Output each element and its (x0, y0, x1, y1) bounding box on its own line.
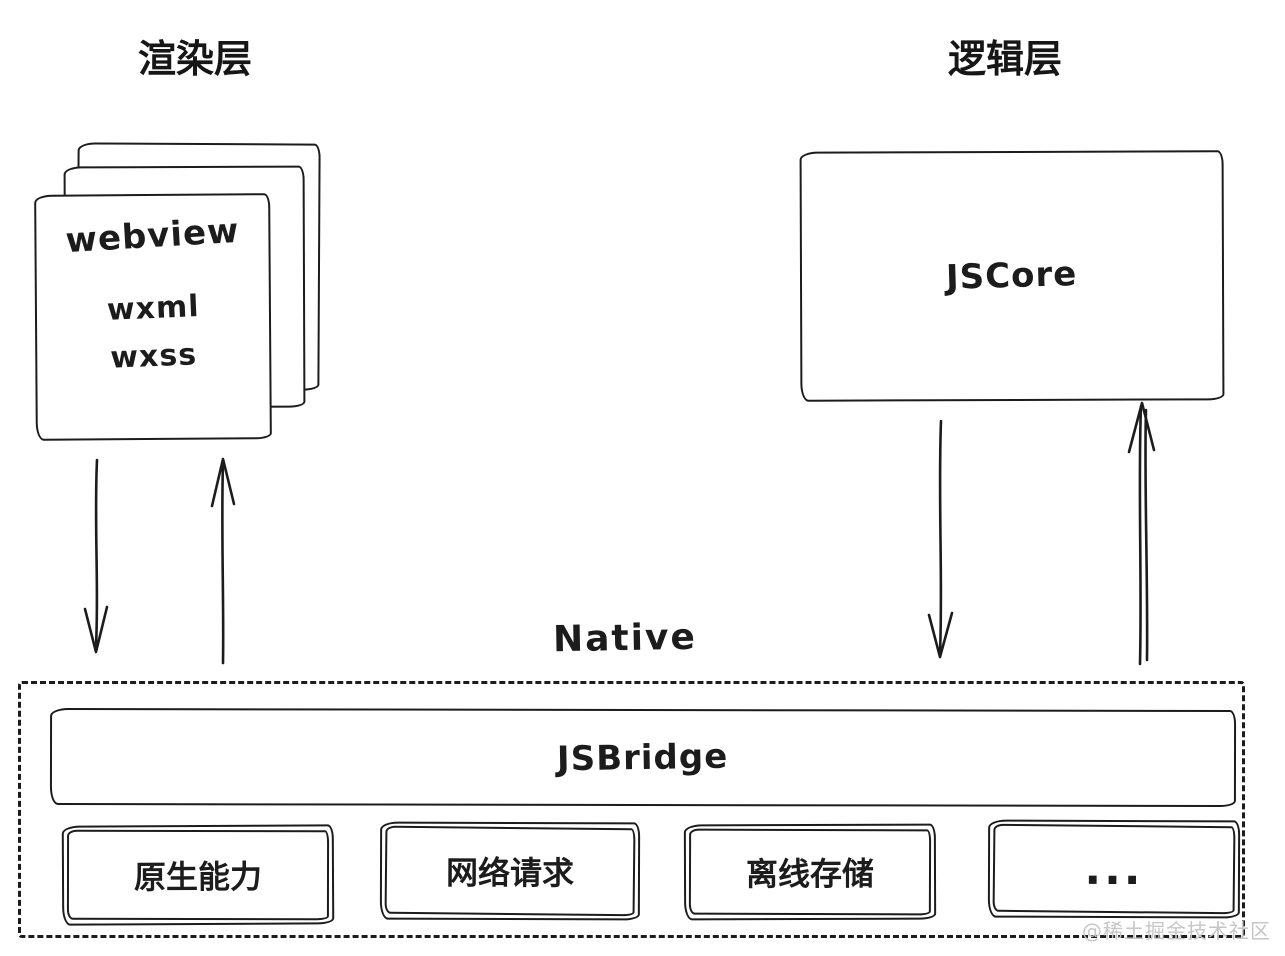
native-title: Native (552, 616, 698, 661)
render-layer-title: 渲染层 (138, 37, 253, 81)
arrow-native-to-jscore-head (1127, 401, 1156, 454)
arrow-webview-to-native-head (83, 605, 109, 654)
capability-label: ... (1084, 843, 1144, 895)
wxss-label: wxss (109, 336, 198, 376)
capability-native-abilities: 原生能力 (61, 824, 335, 926)
watermark-text: @稀土掘金技术社区 (1082, 919, 1271, 943)
jsbridge-bar: JSBridge (49, 707, 1237, 808)
jscore-label: JSCore (945, 254, 1079, 298)
webview-title: webview (64, 210, 241, 262)
capability-ellipsis: ... (987, 819, 1241, 919)
arrow-native-to-jscore-shaft (1138, 404, 1143, 666)
capability-network-request: 网络请求 (379, 821, 641, 921)
arrow-native-to-webview-head (210, 457, 236, 508)
logic-layer-title: 逻辑层 (948, 37, 1063, 81)
arrow-native-to-webview-shaft (220, 460, 225, 665)
native-container (18, 681, 1245, 938)
jscore-box: JSCore (799, 150, 1225, 402)
webview-card-front: webview wxml wxss (34, 193, 272, 441)
arrow-webview-to-native-shaft (94, 458, 99, 648)
arrow-jscore-to-native-head (927, 611, 954, 659)
arrow-jscore-to-native-shaft (938, 419, 943, 655)
wxml-label: wxml (105, 289, 200, 328)
jsbridge-label: JSBridge (557, 736, 729, 779)
capability-label: 原生能力 (133, 857, 263, 897)
capability-offline-storage: 离线存储 (683, 823, 937, 921)
capability-label: 网络请求 (445, 853, 575, 893)
capability-label: 离线存储 (745, 854, 875, 894)
arrow-native-to-jscore-shaft2 (1144, 408, 1149, 662)
